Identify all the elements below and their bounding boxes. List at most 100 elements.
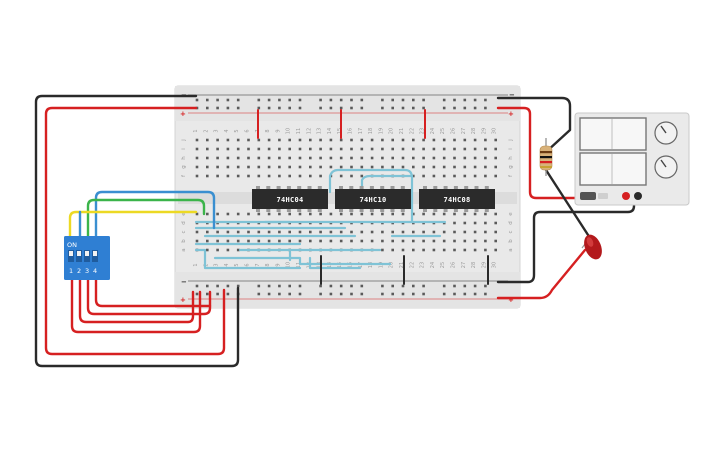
breadboard-hole bbox=[422, 292, 425, 296]
breadboard-hole bbox=[412, 284, 415, 288]
breadboard-hole bbox=[278, 138, 281, 142]
column-number: 4 bbox=[224, 263, 230, 266]
breadboard-hole bbox=[473, 138, 477, 142]
breadboard-hole bbox=[473, 239, 477, 243]
column-number: 3 bbox=[214, 129, 220, 132]
breadboard-hole bbox=[401, 165, 405, 169]
breadboard-hole bbox=[453, 230, 456, 234]
breadboard-hole bbox=[484, 165, 487, 169]
breadboard-hole bbox=[216, 239, 219, 243]
breadboard-hole bbox=[350, 239, 353, 243]
dip-num-2: 2 bbox=[77, 267, 81, 275]
breadboard-hole bbox=[298, 147, 302, 151]
breadboard-hole bbox=[339, 292, 343, 296]
breadboard-hole bbox=[412, 156, 415, 160]
breadboard-hole bbox=[257, 106, 261, 110]
column-number: 11 bbox=[296, 262, 302, 268]
breadboard-hole bbox=[422, 230, 425, 234]
breadboard-hole bbox=[267, 212, 271, 216]
breadboard-hole bbox=[298, 138, 302, 142]
breadboard-hole bbox=[484, 292, 487, 296]
breadboard-hole bbox=[442, 284, 446, 288]
row-letter: c bbox=[181, 230, 187, 233]
breadboard-hole bbox=[206, 156, 209, 160]
resistor[interactable] bbox=[539, 138, 553, 176]
breadboard-hole bbox=[319, 212, 322, 216]
breadboard-hole bbox=[412, 106, 415, 110]
breadboard-hole bbox=[236, 106, 240, 110]
dip-switch[interactable]: ON 1 2 3 4 bbox=[64, 236, 110, 280]
breadboard-hole bbox=[247, 230, 250, 234]
breadboard-hole bbox=[309, 156, 312, 160]
power-switch[interactable] bbox=[580, 192, 596, 200]
breadboard-hole bbox=[360, 212, 364, 216]
breadboard-hole bbox=[484, 212, 487, 216]
column-number: 3 bbox=[214, 263, 220, 266]
column-number: 13 bbox=[317, 128, 323, 134]
breadboard-hole bbox=[257, 230, 261, 234]
breadboard-hole bbox=[206, 292, 209, 296]
breadboard-hole bbox=[401, 239, 405, 243]
chip-74hc04[interactable]: 74HC04 bbox=[252, 189, 328, 209]
breadboard-hole bbox=[329, 165, 333, 169]
breadboard-hole bbox=[401, 98, 405, 102]
column-number: 8 bbox=[265, 129, 271, 132]
rail-plus-sign: + bbox=[180, 110, 186, 118]
breadboard-hole bbox=[453, 248, 456, 252]
row-letter: f bbox=[508, 174, 514, 177]
breadboard-hole bbox=[257, 98, 261, 102]
positive-terminal[interactable] bbox=[622, 192, 630, 200]
breadboard-hole bbox=[257, 239, 261, 243]
breadboard-hole bbox=[401, 230, 405, 234]
breadboard-hole bbox=[288, 165, 291, 169]
breadboard-hole bbox=[484, 230, 487, 234]
chip-74hc08[interactable]: 74HC08 bbox=[419, 189, 495, 209]
breadboard-hole bbox=[463, 174, 467, 178]
chip-label: 74HC04 bbox=[276, 196, 303, 204]
column-number: 29 bbox=[481, 128, 487, 134]
breadboard-hole bbox=[370, 156, 374, 160]
jumper-wires[interactable] bbox=[194, 168, 447, 270]
breadboard-hole bbox=[473, 221, 477, 225]
breadboard-hole bbox=[288, 292, 291, 296]
breadboard-hole bbox=[278, 292, 281, 296]
breadboard-hole bbox=[257, 292, 261, 296]
breadboard-hole bbox=[453, 174, 456, 178]
breadboard-hole bbox=[339, 98, 343, 102]
power-supply[interactable] bbox=[574, 112, 690, 206]
column-number: 18 bbox=[368, 128, 374, 134]
chip-pin bbox=[369, 186, 374, 189]
breadboard-hole bbox=[288, 156, 291, 160]
rail-plus-sign: + bbox=[508, 296, 514, 304]
red-led[interactable] bbox=[581, 232, 606, 262]
breadboard-hole bbox=[360, 230, 364, 234]
breadboard-hole bbox=[381, 292, 384, 296]
breadboard-hole bbox=[401, 248, 405, 252]
breadboard-hole bbox=[339, 106, 343, 110]
breadboard-hole bbox=[298, 230, 302, 234]
breadboard-hole bbox=[473, 292, 477, 296]
breadboard-hole bbox=[422, 239, 425, 243]
chip-74hc10[interactable]: 74HC10 bbox=[335, 189, 411, 209]
column-number: 25 bbox=[440, 262, 446, 268]
breadboard-hole bbox=[494, 230, 497, 234]
breadboard-hole bbox=[339, 284, 343, 288]
breadboard-hole bbox=[360, 284, 364, 288]
column-number: 11 bbox=[296, 128, 302, 134]
column-number: 21 bbox=[399, 262, 405, 268]
breadboard-hole bbox=[309, 147, 312, 151]
column-number: 27 bbox=[461, 262, 467, 268]
breadboard-hole bbox=[206, 147, 209, 151]
breadboard-hole bbox=[453, 147, 456, 151]
column-number: 2 bbox=[203, 263, 209, 266]
row-letter: b bbox=[508, 239, 514, 243]
breadboard-hole bbox=[267, 147, 271, 151]
breadboard-hole bbox=[463, 239, 467, 243]
breadboard-hole bbox=[278, 156, 281, 160]
column-number: 20 bbox=[389, 128, 395, 134]
breadboard-hole bbox=[381, 98, 384, 102]
breadboard-hole bbox=[319, 292, 322, 296]
row-letter: e bbox=[181, 212, 187, 216]
negative-terminal[interactable] bbox=[634, 192, 642, 200]
outer-wires[interactable] bbox=[34, 94, 636, 368]
